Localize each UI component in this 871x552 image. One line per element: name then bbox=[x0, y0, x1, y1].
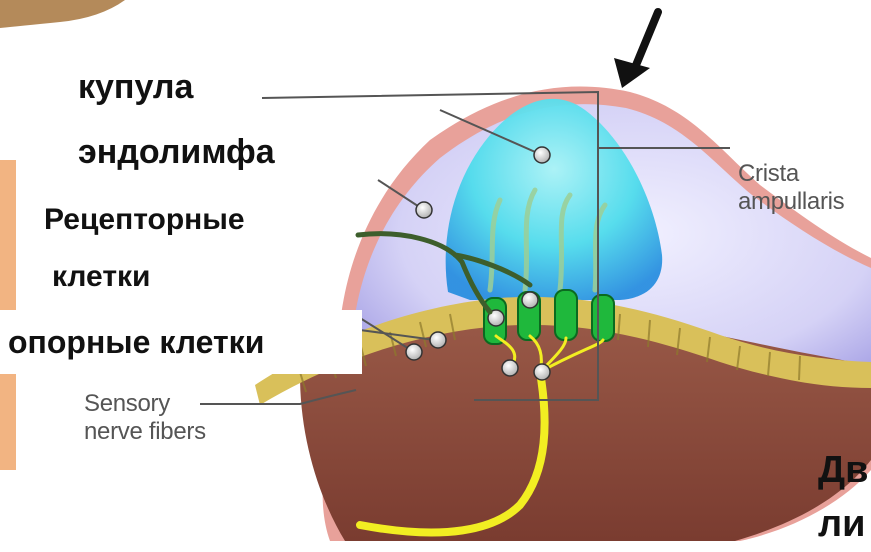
sensory-label-line1: Sensory bbox=[84, 390, 206, 418]
top-left-corner-shape bbox=[0, 0, 125, 28]
marker-dot bbox=[534, 147, 550, 163]
crista-label-line1: Crista bbox=[738, 160, 844, 188]
marker-dot bbox=[430, 332, 446, 348]
marker-dot bbox=[522, 292, 538, 308]
marker-dot bbox=[406, 344, 422, 360]
crista-ampullaris-label: Crista ampullaris bbox=[738, 160, 844, 215]
sensory-nerve-fibers-label: Sensory nerve fibers bbox=[84, 390, 206, 445]
bottom-right-line1: Дв bbox=[818, 444, 868, 498]
sensory-label-line2: nerve fibers bbox=[84, 418, 206, 446]
marker-dot bbox=[416, 202, 432, 218]
cupula-label: купула bbox=[78, 70, 193, 104]
receptor-cells-label-line2: клетки bbox=[52, 262, 150, 292]
supporting-cells-label: опорные клетки bbox=[0, 310, 362, 374]
crista-label-line2: ampullaris bbox=[738, 188, 844, 216]
receptor-cells-label-line1: Рецепторные bbox=[44, 205, 255, 235]
direction-arrow-icon bbox=[614, 12, 658, 88]
bottom-right-line2: ли bbox=[818, 498, 868, 552]
marker-dot bbox=[502, 360, 518, 376]
marker-dot bbox=[534, 364, 550, 380]
endolymph-label: эндолимфа bbox=[78, 135, 275, 169]
